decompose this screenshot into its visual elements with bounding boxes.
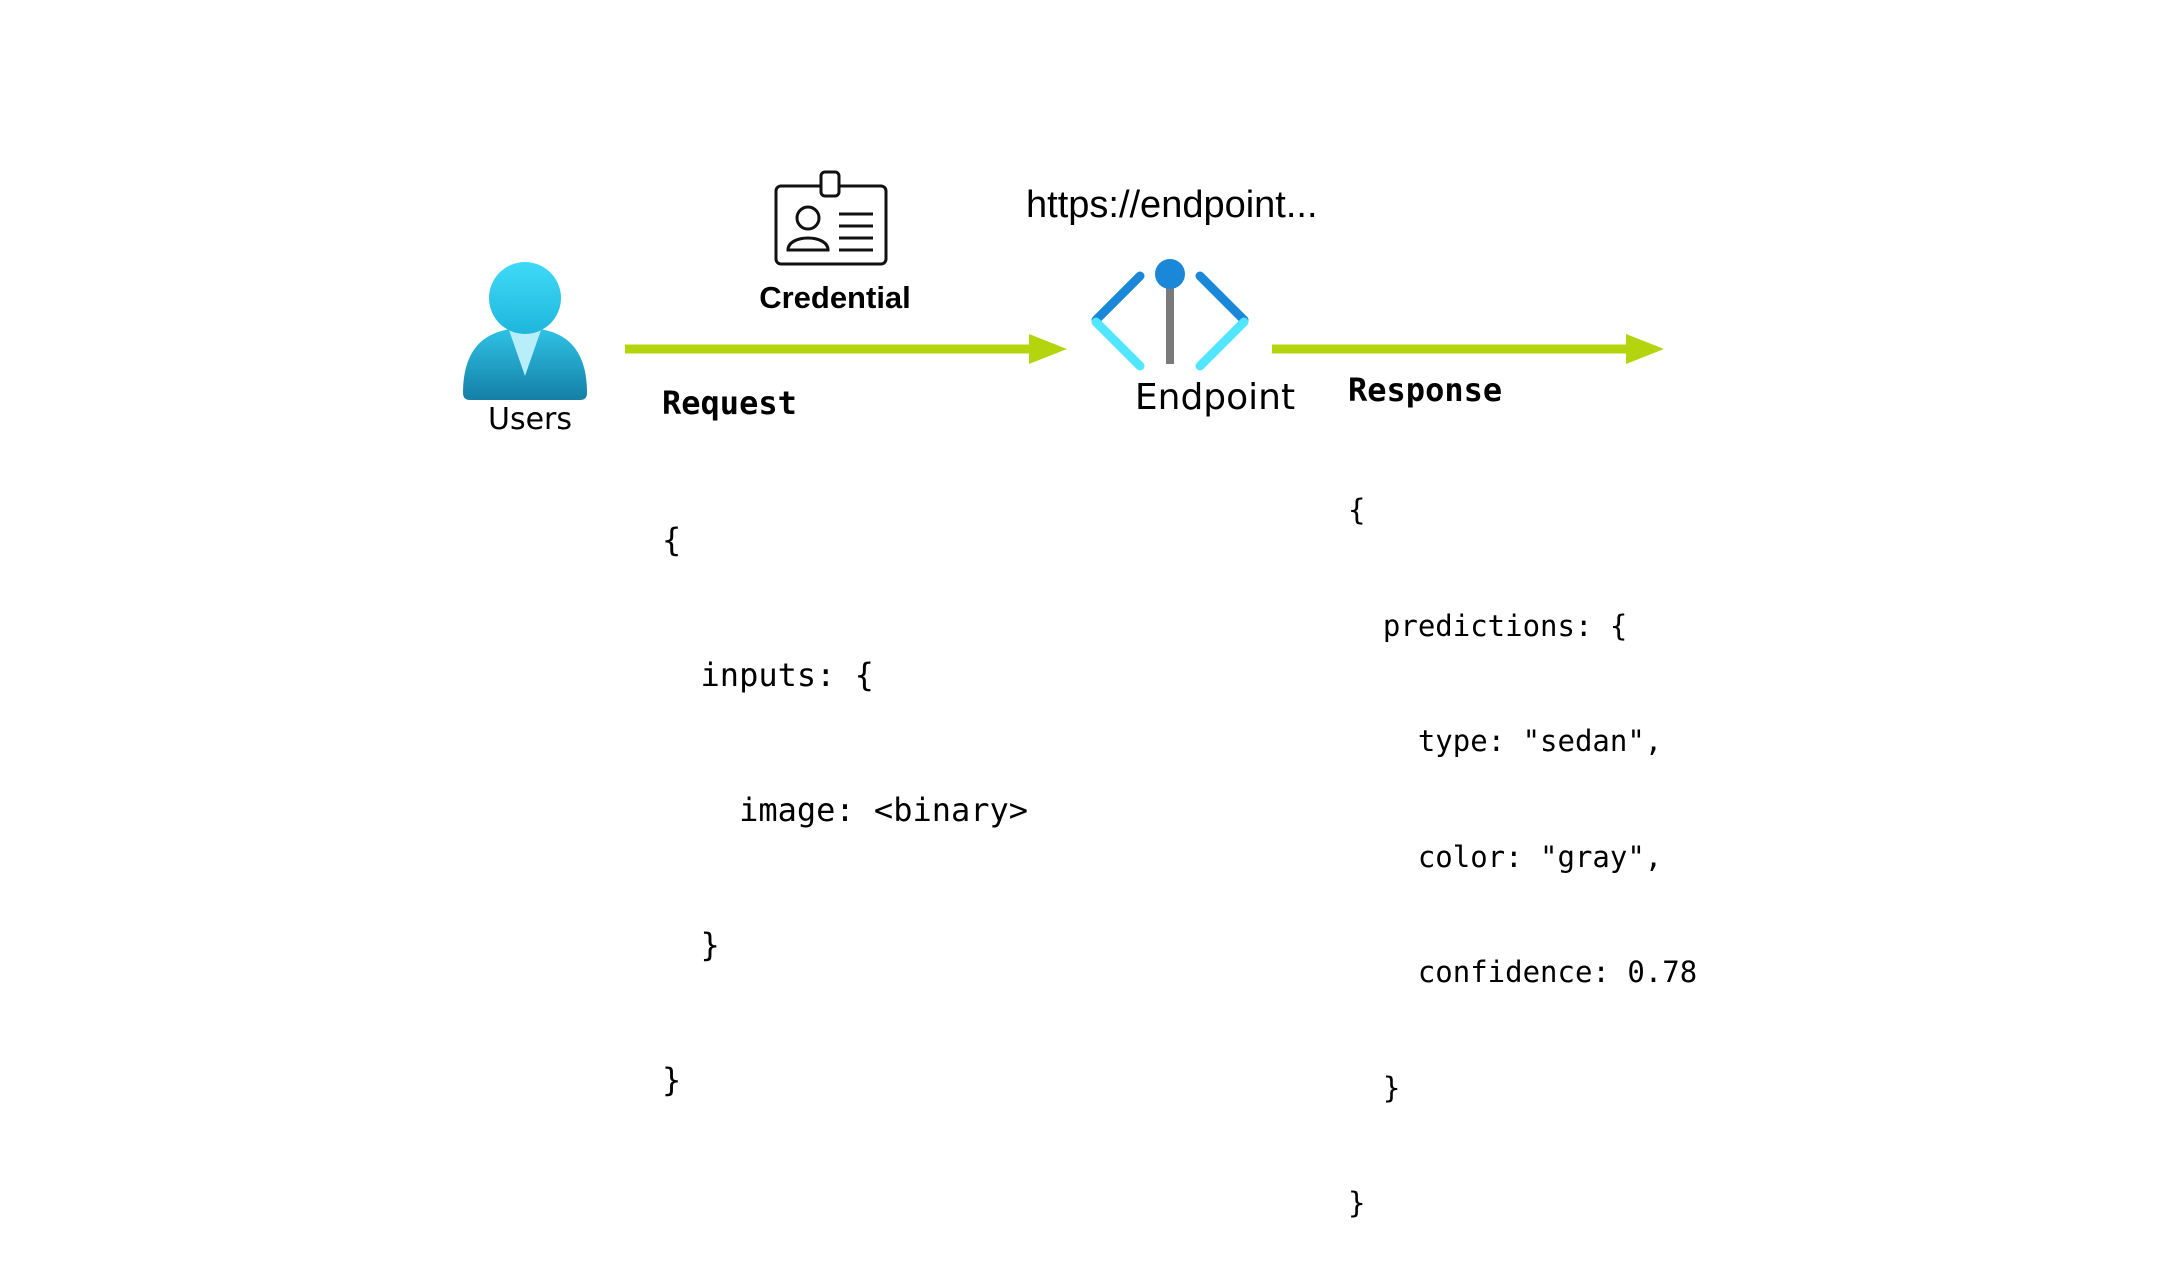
code-line: type: "sedan", (1348, 724, 1663, 758)
code-line: { (1348, 493, 1366, 527)
code-line: image: <binary> (662, 791, 1029, 829)
id-card-icon (774, 170, 888, 266)
request-body: { inputs: { image: <binary> } } (662, 428, 1028, 1148)
endpoint-label: Endpoint (1134, 377, 1296, 418)
request-title: Request (662, 384, 797, 422)
code-line: color: "gray", (1348, 839, 1663, 874)
response-title: Response (1348, 371, 1503, 409)
response-arrow (1272, 334, 1664, 364)
code-line: } (662, 926, 720, 964)
code-line: } (662, 1061, 682, 1099)
code-line: inputs: { (662, 656, 874, 694)
code-line: predictions: { (1348, 608, 1628, 643)
code-line: { (662, 521, 682, 559)
response-body: { predictions: { type: "sedan", color: "… (1348, 414, 1697, 1261)
request-arrow (625, 334, 1067, 364)
code-line: } (1348, 1186, 1366, 1220)
user-icon (463, 262, 587, 400)
users-label: Users (487, 402, 572, 437)
credential-label: Credential (759, 280, 911, 315)
code-line: } (1348, 1070, 1401, 1105)
endpoint-url: https://endpoint... (1026, 184, 1318, 226)
code-line: confidence: 0.78 (1348, 955, 1698, 989)
endpoint-icon (1091, 259, 1249, 371)
